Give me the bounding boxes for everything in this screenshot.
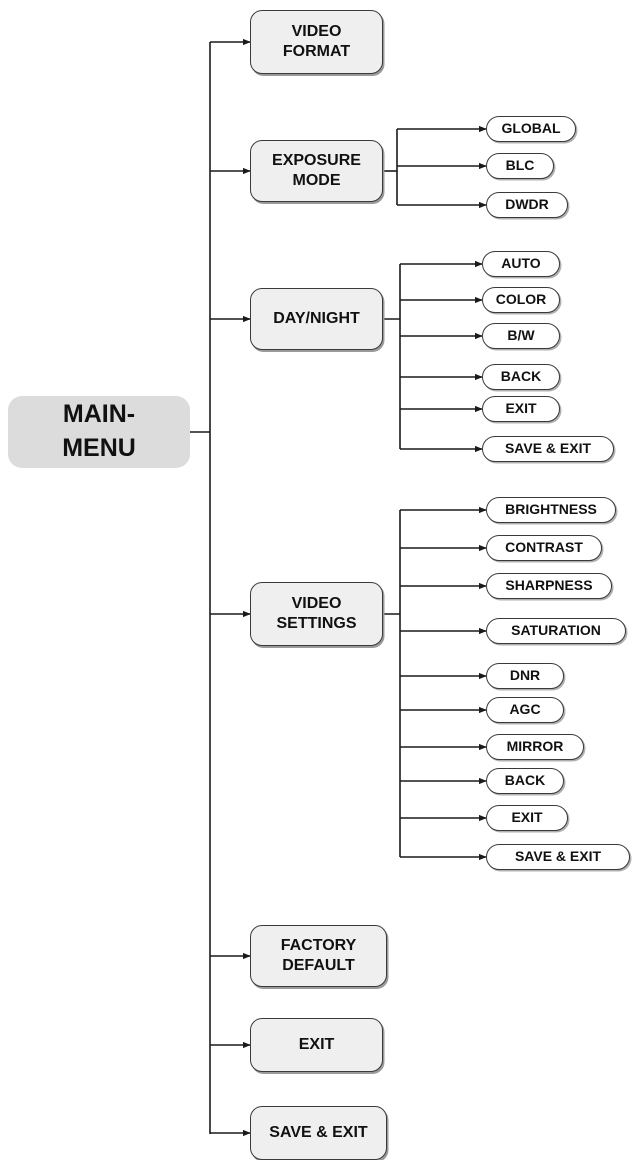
submenu-exit[interactable]: EXIT [482, 396, 560, 422]
menu-item-label: EXIT [298, 1036, 335, 1053]
submenu-bw[interactable]: B/W [482, 323, 560, 349]
submenu-label: B/W [507, 327, 535, 344]
submenu-save-and-exit[interactable]: SAVE & EXIT [486, 844, 630, 870]
main-menu-label: MAIN- MENU [62, 400, 136, 462]
menu-save-and-exit[interactable]: SAVE & EXIT [250, 1106, 387, 1160]
submenu-label: DWDR [505, 196, 549, 213]
submenu-back[interactable]: BACK [482, 364, 560, 390]
menu-video-settings[interactable]: VIDEO SETTINGS [250, 582, 383, 646]
submenu-global[interactable]: GLOBAL [486, 116, 576, 142]
submenu-label: AUTO [501, 255, 541, 272]
submenu-label: COLOR [495, 291, 547, 308]
submenu-label: DNR [509, 667, 541, 684]
submenu-mirror[interactable]: MIRROR [486, 734, 584, 760]
submenu-label: EXIT [505, 400, 537, 417]
submenu-dwdr[interactable]: DWDR [486, 192, 568, 218]
submenu-label: BRIGHTNESS [505, 501, 597, 518]
submenu-label: BACK [500, 368, 542, 385]
menu-item-label: DAY/NIGHT [273, 310, 360, 327]
menu-item-label: VIDEO FORMAT [282, 23, 351, 60]
menu-item-label: VIDEO SETTINGS [276, 595, 357, 632]
menu-video-format[interactable]: VIDEO FORMAT [250, 10, 383, 74]
submenu-contrast[interactable]: CONTRAST [486, 535, 602, 561]
menu-exit[interactable]: EXIT [250, 1018, 383, 1072]
submenu-brightness[interactable]: BRIGHTNESS [486, 497, 616, 523]
submenu-label: SATURATION [511, 622, 601, 639]
submenu-agc[interactable]: AGC [486, 697, 564, 723]
submenu-label: CONTRAST [505, 539, 583, 556]
submenu-label: AGC [509, 701, 541, 718]
menu-exposure-mode[interactable]: EXPOSURE MODE [250, 140, 383, 202]
submenu-label: SHARPNESS [505, 577, 593, 594]
submenu-sharpness[interactable]: SHARPNESS [486, 573, 612, 599]
menu-item-label: SAVE & EXIT [269, 1124, 368, 1141]
submenu-label: SAVE & EXIT [504, 440, 592, 457]
submenu-back[interactable]: BACK [486, 768, 564, 794]
submenu-label: BACK [504, 772, 546, 789]
submenu-label: SAVE & EXIT [514, 848, 602, 865]
submenu-blc[interactable]: BLC [486, 153, 554, 179]
menu-item-label: FACTORY DEFAULT [280, 937, 357, 974]
submenu-label: BLC [505, 157, 535, 174]
submenu-label: MIRROR [506, 738, 564, 755]
submenu-exit[interactable]: EXIT [486, 805, 568, 831]
menu-item-label: EXPOSURE MODE [272, 152, 361, 189]
submenu-saturation[interactable]: SATURATION [486, 618, 626, 644]
main-menu-node: MAIN- MENU [8, 396, 190, 468]
menu-day-night[interactable]: DAY/NIGHT [250, 288, 383, 350]
submenu-color[interactable]: COLOR [482, 287, 560, 313]
submenu-dnr[interactable]: DNR [486, 663, 564, 689]
submenu-label: GLOBAL [501, 120, 561, 137]
submenu-save-and-exit[interactable]: SAVE & EXIT [482, 436, 614, 462]
submenu-label: EXIT [511, 809, 543, 826]
menu-factory-default[interactable]: FACTORY DEFAULT [250, 925, 387, 987]
submenu-auto[interactable]: AUTO [482, 251, 560, 277]
